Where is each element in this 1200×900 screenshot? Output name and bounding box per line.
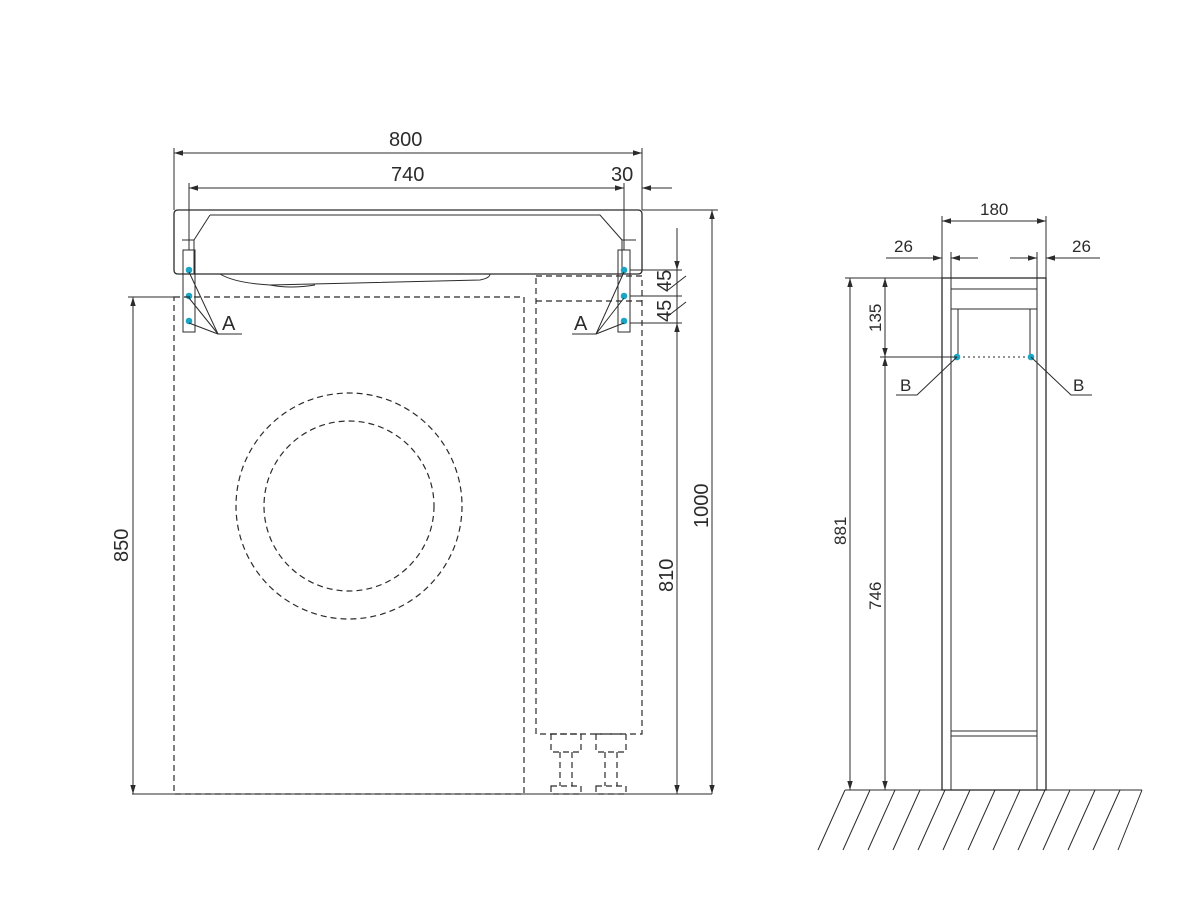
- dim-depth: 180: [980, 200, 1008, 219]
- dim-bracket-1: 45: [654, 270, 676, 292]
- dim-inner-height: 810: [656, 559, 678, 592]
- dim-881: [845, 277, 942, 790]
- mount-point: [620, 317, 628, 325]
- leader-a-right: [572, 271, 625, 335]
- dim-right-offset: 26: [1072, 237, 1091, 256]
- label-b-right: B: [1073, 376, 1084, 395]
- dim-135: [880, 278, 957, 358]
- right-bracket: [617, 249, 631, 333]
- dim-800: [173, 148, 643, 210]
- dim-26-left: [886, 252, 978, 278]
- sink-basin: [173, 209, 643, 288]
- leader-a-left: [188, 271, 242, 335]
- dim-26-right: [1010, 252, 1100, 278]
- front-view: A A: [111, 129, 718, 795]
- column-cabinet-outline: [535, 275, 643, 795]
- dim-lower-height: 746: [866, 582, 885, 610]
- leader-b-left: [896, 356, 958, 396]
- dim-inner-width: 740: [391, 164, 424, 186]
- dim-side-offset: 30: [611, 164, 633, 186]
- dim-cabinet-height: 850: [111, 529, 133, 562]
- mount-point: [185, 292, 193, 300]
- floor-hatch: [817, 789, 1143, 851]
- dim-740: [188, 183, 625, 250]
- dim-45-45: [630, 228, 687, 323]
- mount-point: [185, 266, 193, 274]
- dim-left-offset: 26: [894, 237, 913, 256]
- side-view: B B 180: [817, 200, 1143, 851]
- dim-total-height: 881: [831, 517, 850, 545]
- label-a-left: A: [222, 313, 236, 335]
- mount-point: [620, 266, 628, 274]
- mount-point: [185, 317, 193, 325]
- label-b-left: B: [900, 376, 911, 395]
- left-bracket: [182, 249, 196, 333]
- dim-180: [941, 216, 1047, 278]
- dim-total-width: 800: [389, 129, 422, 151]
- dim-bracket-2: 45: [654, 300, 676, 322]
- washing-machine-outline: [173, 296, 525, 795]
- dim-810: [630, 322, 682, 794]
- dim-top-gap: 135: [866, 304, 885, 332]
- mount-point: [620, 292, 628, 300]
- dim-overall-height: 1000: [691, 484, 713, 529]
- side-cabinet: [941, 277, 1047, 791]
- dim-1000: [642, 209, 718, 794]
- label-a-right: A: [574, 313, 588, 335]
- dim-850: [128, 296, 174, 794]
- leader-b-right: [1030, 356, 1092, 396]
